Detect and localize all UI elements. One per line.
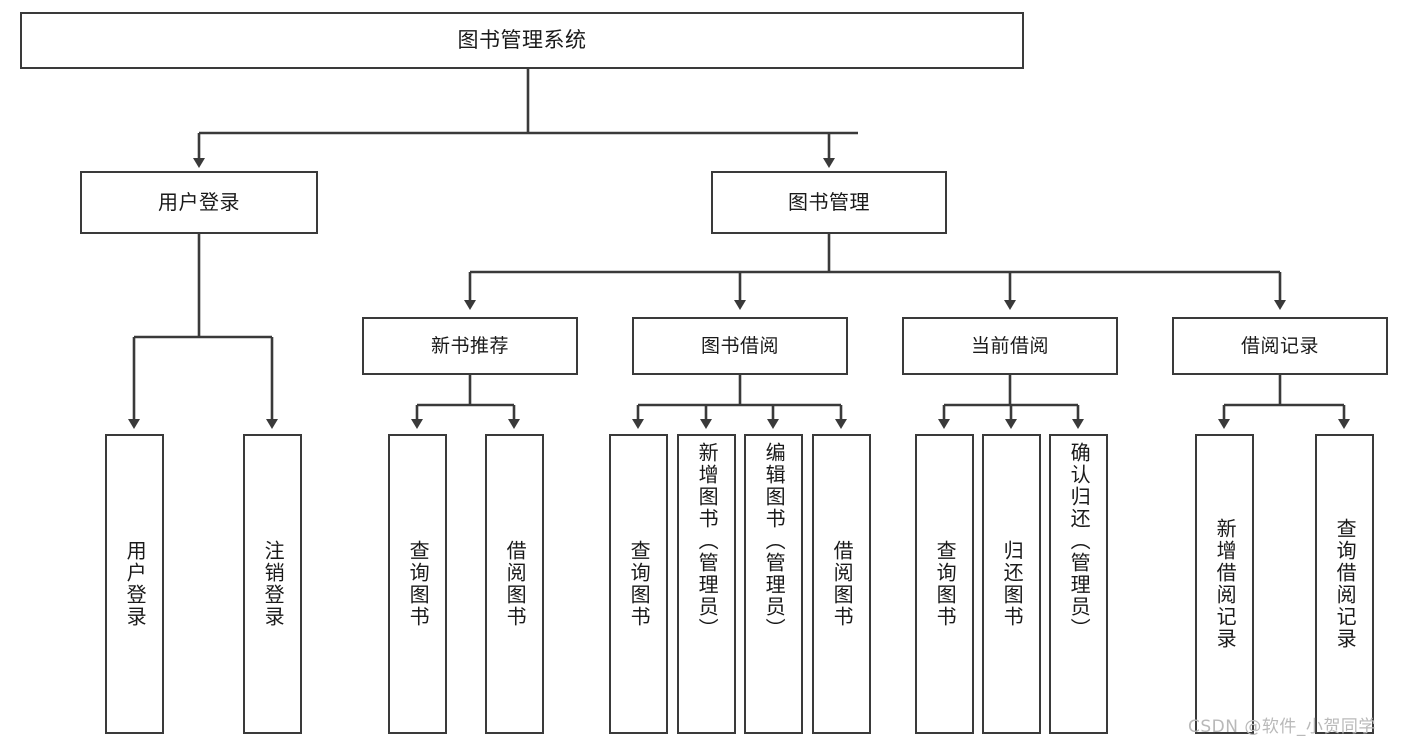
- leaf-user-login[interactable]: 用户登录: [105, 434, 164, 734]
- node-user-login[interactable]: 用户登录: [80, 171, 318, 234]
- leaf-add-record[interactable]: 新增借阅记录: [1195, 434, 1254, 734]
- leaf-borrow-book-1-label: 借阅图书: [503, 540, 528, 628]
- leaf-add-book[interactable]: 新增图书（管理员）: [677, 434, 736, 734]
- node-book-borrow[interactable]: 图书借阅: [632, 317, 848, 375]
- node-book-borrow-label: 图书借阅: [700, 334, 779, 357]
- leaf-user-login-label: 用户登录: [123, 540, 148, 628]
- leaf-logout-login[interactable]: 注销登录: [243, 434, 302, 734]
- node-root[interactable]: 图书管理系统: [20, 12, 1024, 69]
- leaf-add-book-label: 新增图书（管理员）: [695, 442, 720, 640]
- leaf-logout-login-label: 注销登录: [261, 540, 286, 628]
- node-book-manage[interactable]: 图书管理: [711, 171, 947, 234]
- leaf-query-book-3[interactable]: 查询图书: [915, 434, 974, 734]
- leaf-query-book-1-label: 查询图书: [406, 540, 431, 628]
- node-new-book-recommend-label: 新书推荐: [430, 334, 509, 357]
- node-borrow-record-label: 借阅记录: [1240, 334, 1319, 357]
- leaf-query-book-2[interactable]: 查询图书: [609, 434, 668, 734]
- leaf-return-book[interactable]: 归还图书: [982, 434, 1041, 734]
- node-current-borrow-label: 当前借阅: [970, 334, 1049, 357]
- node-borrow-record[interactable]: 借阅记录: [1172, 317, 1388, 375]
- leaf-borrow-book-1[interactable]: 借阅图书: [485, 434, 544, 734]
- leaf-query-book-2-label: 查询图书: [627, 540, 652, 628]
- leaf-query-book-3-label: 查询图书: [933, 540, 958, 628]
- leaf-borrow-book-2-label: 借阅图书: [830, 540, 855, 628]
- leaf-query-book-1[interactable]: 查询图书: [388, 434, 447, 734]
- node-book-manage-label: 图书管理: [788, 189, 870, 214]
- leaf-confirm-return[interactable]: 确认归还（管理员）: [1049, 434, 1108, 734]
- leaf-edit-book-label: 编辑图书（管理员）: [762, 442, 787, 640]
- leaf-confirm-return-label: 确认归还（管理员）: [1067, 442, 1092, 640]
- watermark: CSDN @软件_小贺同学: [1188, 717, 1376, 737]
- node-current-borrow[interactable]: 当前借阅: [902, 317, 1118, 375]
- leaf-return-book-label: 归还图书: [1000, 540, 1025, 628]
- leaf-query-record-label: 查询借阅记录: [1333, 518, 1358, 650]
- leaf-add-record-label: 新增借阅记录: [1213, 518, 1238, 650]
- leaf-edit-book[interactable]: 编辑图书（管理员）: [744, 434, 803, 734]
- node-root-label: 图书管理系统: [457, 28, 587, 53]
- leaf-query-record[interactable]: 查询借阅记录: [1315, 434, 1374, 734]
- leaf-borrow-book-2[interactable]: 借阅图书: [812, 434, 871, 734]
- node-new-book-recommend[interactable]: 新书推荐: [362, 317, 578, 375]
- node-user-login-label: 用户登录: [158, 189, 240, 214]
